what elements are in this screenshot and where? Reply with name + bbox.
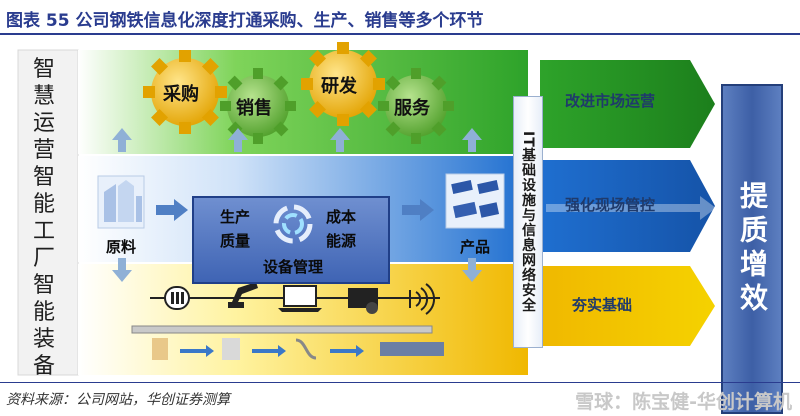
flow-arrow-icon bbox=[156, 199, 188, 221]
it-infrastructure-label: IT基础设施与信息网络安全 bbox=[520, 131, 536, 313]
raw-material-icon bbox=[97, 175, 145, 229]
arrow-improve-market bbox=[540, 60, 715, 148]
core-label-quality: 质量 bbox=[220, 232, 251, 250]
product-label: 产品 bbox=[460, 238, 491, 256]
smart-ops-band bbox=[78, 50, 528, 154]
diagram-graphics bbox=[17, 42, 716, 376]
up-arrows-icon bbox=[112, 128, 482, 152]
layer-label-smart-factory: 智能工厂 bbox=[32, 165, 55, 271]
diagram: 智慧运营 智能工厂 智能装备 采购 销售 研发 服务 生产 质量 成本 能源 设… bbox=[0, 36, 800, 414]
wireless-signal-icon bbox=[409, 283, 435, 315]
arrow-strengthen-control bbox=[540, 160, 715, 252]
laptop-icon bbox=[278, 285, 322, 312]
raw-material-label: 原料 bbox=[106, 238, 137, 256]
arrow-label-consolidate-foundation: 夯实基础 bbox=[572, 296, 633, 314]
conveyor-icon bbox=[131, 325, 433, 334]
arrow-consolidate-foundation bbox=[540, 266, 715, 346]
gear-label-purchase: 采购 bbox=[163, 84, 199, 105]
core-label-production: 生产 bbox=[220, 208, 251, 226]
arrow-label-improve-market: 改进市场运营 bbox=[565, 92, 656, 110]
title-bar: 图表 55 公司钢铁信息化深度打通采购、生产、销售等多个环节 bbox=[0, 0, 800, 35]
figure-title: 图表 55 公司钢铁信息化深度打通采购、生产、销售等多个环节 bbox=[6, 11, 484, 31]
layer-label-panel bbox=[17, 49, 79, 376]
source-note: 资料来源：公司网站，华创证券测算 bbox=[6, 392, 230, 408]
controller-icon bbox=[164, 286, 190, 310]
gear-label-rnd: 研发 bbox=[321, 76, 357, 97]
product-icon bbox=[445, 173, 505, 229]
core-label-energy: 能源 bbox=[326, 232, 357, 250]
footer-divider bbox=[0, 382, 800, 383]
layer-label-smart-ops: 智慧运营 bbox=[32, 57, 55, 163]
core-management-box: 生产 质量 成本 能源 设备管理 bbox=[192, 196, 390, 284]
it-flow-arrow-icon bbox=[546, 196, 716, 220]
title-divider bbox=[0, 33, 800, 35]
footer: 资料来源：公司网站，华创证券测算 雪球：陈宝健-华创计算机 bbox=[0, 382, 800, 416]
gear-sales-icon bbox=[220, 68, 296, 144]
result-label: 提质增效 bbox=[736, 181, 769, 317]
layer-label-smart-equipment: 智能装备 bbox=[32, 273, 55, 379]
result-box: 提质增效 bbox=[721, 84, 783, 414]
cycle-icon bbox=[273, 204, 313, 244]
it-infrastructure-box: IT基础设施与信息网络安全 bbox=[513, 96, 543, 348]
arrow-label-strengthen-control: 强化现场管控 bbox=[565, 196, 656, 214]
gear-service-icon bbox=[378, 68, 454, 144]
sensor-module-icon bbox=[348, 288, 378, 314]
robot-arm-icon bbox=[228, 282, 258, 308]
core-label-cost: 成本 bbox=[326, 208, 357, 226]
gear-rnd-icon bbox=[301, 42, 385, 126]
production-line-icon bbox=[152, 338, 444, 360]
watermark: 雪球：陈宝健-华创计算机 bbox=[575, 391, 792, 413]
flow-arrow-icon bbox=[402, 199, 434, 221]
gear-label-sales: 销售 bbox=[236, 98, 272, 119]
gear-label-service: 服务 bbox=[394, 98, 430, 119]
core-label-equipment-management: 设备管理 bbox=[262, 258, 323, 276]
